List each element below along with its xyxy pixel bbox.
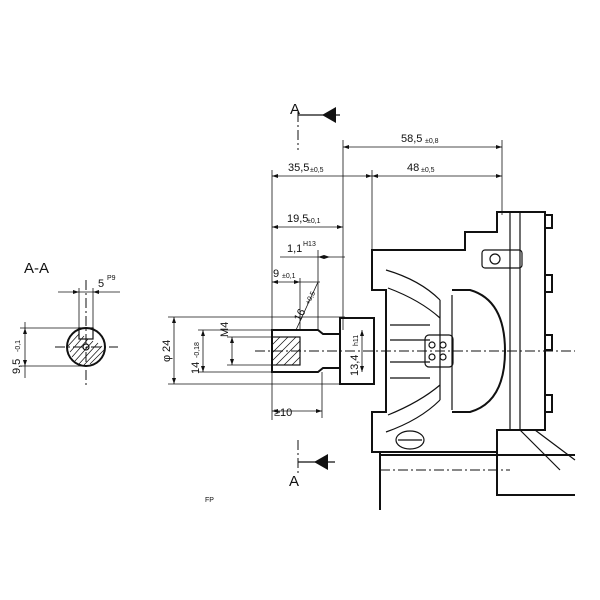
motor-housing xyxy=(371,211,576,510)
dim-bore-tol: h11 xyxy=(353,335,360,346)
dim-pilot-value: 24 xyxy=(161,340,173,352)
dim-flange: 35,5 xyxy=(288,162,309,174)
marker-top-label: A xyxy=(290,101,300,118)
dim-bore: 13,4 xyxy=(349,355,361,376)
dim-body-tol: ±0,5 xyxy=(421,167,435,174)
shaft xyxy=(255,317,575,385)
footer-mark: FP xyxy=(205,497,214,504)
dim-overall-tol: ±0,8 xyxy=(425,138,439,145)
dim-overall: 58,5 xyxy=(401,133,422,145)
key-height-tol: -0,1 xyxy=(15,340,22,352)
section-marker-top: A xyxy=(290,101,340,150)
dim-thread-depth: 9 xyxy=(273,268,279,280)
dim-shaft-dia-tol: +0,5 xyxy=(305,290,318,306)
dim-inner: 14 xyxy=(190,362,202,374)
dim-undercut-tol: H13 xyxy=(303,241,316,248)
dim-body: 48 xyxy=(407,162,419,174)
section-title: A-A xyxy=(24,260,49,277)
dim-min-length: ≥10 xyxy=(274,407,292,419)
section-aa-view: 5 P9 9,5 -0,1 xyxy=(11,275,120,385)
diameter-dims: φ 24 14 -0,18 M4 13,4 h11 16 +0,5 xyxy=(161,281,364,385)
key-width-dim: 5 xyxy=(98,278,104,290)
dim-pilot: φ xyxy=(161,355,173,362)
marker-bottom-label: A xyxy=(289,473,299,490)
dimension-chain: 58,5 ±0,8 35,5 ±0,5 48 ±0,5 19,5 ±0,1 1,… xyxy=(271,133,503,420)
dim-shaft-dia: 16 xyxy=(292,307,308,323)
dim-shaft-length: 19,5 xyxy=(287,213,308,225)
dim-inner-tol: -0,18 xyxy=(194,342,201,358)
dim-thread-depth-tol: ±0,1 xyxy=(282,273,296,280)
dim-thread: M4 xyxy=(219,322,231,337)
dim-undercut: 1,1 xyxy=(287,243,302,255)
dim-flange-tol: ±0,5 xyxy=(310,167,324,174)
key-width-tol: P9 xyxy=(107,275,116,282)
section-marker-bottom: A xyxy=(289,440,335,490)
key-height-dim: 9,5 xyxy=(11,359,23,374)
dim-shaft-length-tol: ±0,1 xyxy=(307,218,321,225)
